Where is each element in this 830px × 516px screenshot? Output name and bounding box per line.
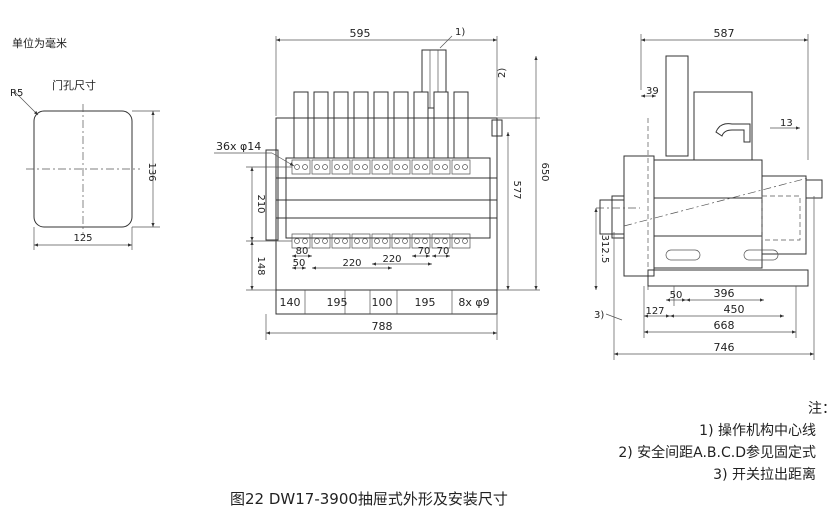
side-dim-746-label: 746 bbox=[714, 341, 735, 354]
hook bbox=[716, 124, 750, 142]
side-dim-50-label: 50 bbox=[670, 290, 683, 301]
figure-caption: 图22 DW17-3900抽屉式外形及安装尺寸 bbox=[230, 490, 508, 508]
note-3-label: 3) bbox=[594, 310, 604, 321]
dim-39-label: 39 bbox=[646, 86, 659, 97]
dim-220a-label: 220 bbox=[342, 258, 361, 269]
side-dim-668-label: 668 bbox=[714, 319, 735, 332]
mechanism-box bbox=[694, 92, 752, 160]
overall-width-label: 788 bbox=[372, 320, 393, 333]
bottom-195a-label: 195 bbox=[327, 296, 348, 309]
terminals-label: 36x φ14 bbox=[216, 140, 261, 153]
dim-80-label: 80 bbox=[296, 246, 309, 257]
side-dim-127-label: 127 bbox=[645, 306, 664, 317]
side-rail bbox=[648, 270, 808, 286]
terminal-holes-bottom bbox=[292, 234, 470, 248]
door-cutout-title: 门孔尺寸 bbox=[52, 78, 96, 92]
side-dim-396-label: 396 bbox=[714, 287, 735, 300]
bottom-140-label: 140 bbox=[280, 296, 301, 309]
dim-312-label: 312.5 bbox=[599, 235, 610, 264]
height-577-label: 577 bbox=[511, 180, 522, 199]
note-1-label: 1) bbox=[455, 27, 465, 38]
mounting-holes-label: 8x φ9 bbox=[458, 296, 489, 309]
door-height-label: 136 bbox=[146, 162, 157, 181]
radius-label: R5 bbox=[10, 88, 23, 99]
note-2-label: 2) bbox=[497, 68, 508, 78]
top-width-label: 595 bbox=[350, 27, 371, 40]
dim-220b-label: 220 bbox=[382, 254, 401, 265]
base-plate bbox=[276, 290, 497, 314]
radius-leader bbox=[14, 91, 38, 115]
side-top-label: 587 bbox=[714, 27, 735, 40]
unit-label: 单位为毫米 bbox=[12, 36, 67, 50]
bottom-195b-label: 195 bbox=[415, 296, 436, 309]
side-body bbox=[654, 160, 762, 268]
note-item-3: 3) 开关拉出距离 bbox=[713, 467, 816, 483]
notes-heading: 注： bbox=[808, 401, 830, 417]
height-650-label: 650 bbox=[539, 162, 550, 181]
side-dim-450-label: 450 bbox=[724, 303, 745, 316]
front-view: 595 1) 2) bbox=[214, 27, 550, 340]
door-width-label: 125 bbox=[73, 233, 92, 244]
door-cutout-detail: 单位为毫米 门孔尺寸 R5 136 125 bbox=[10, 36, 160, 250]
upper-terminal-bars bbox=[294, 92, 468, 158]
height-210-label: 210 bbox=[255, 194, 266, 213]
terminal-holes-top bbox=[292, 160, 470, 174]
note-item-2: 2) 安全间距A.B.C.D参见固定式 bbox=[618, 445, 816, 461]
dim-50-label: 50 bbox=[293, 258, 306, 269]
operating-handle bbox=[666, 56, 688, 156]
dim-13-label: 13 bbox=[780, 118, 793, 129]
dim-70a-label: 70 bbox=[418, 246, 431, 257]
height-148-label: 148 bbox=[255, 256, 266, 275]
side-view: 587 39 13 312.5 3) 50 bbox=[594, 27, 822, 360]
note-item-1: 1) 操作机构中心线 bbox=[699, 423, 816, 439]
dim-70b-label: 70 bbox=[437, 246, 450, 257]
bottom-100-label: 100 bbox=[372, 296, 393, 309]
